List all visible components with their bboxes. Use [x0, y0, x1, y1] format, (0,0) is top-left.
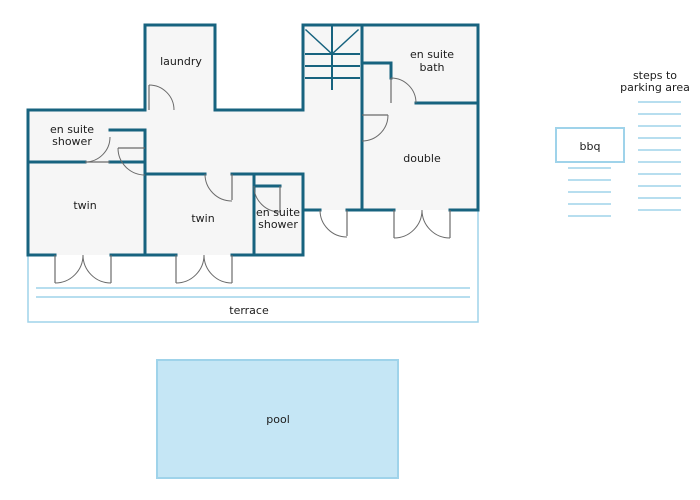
label-twin-left: twin	[73, 199, 96, 212]
doors	[54, 77, 451, 284]
label-bbq: bbq	[580, 140, 601, 153]
label-steps-line2: parking area	[620, 81, 690, 94]
room-labels: laundry en suite bath en suite shower do…	[50, 48, 690, 426]
label-steps-line1: steps to	[633, 69, 677, 82]
label-en-suite-shower-left-line2: shower	[52, 135, 92, 148]
label-en-suite-bath-line2: bath	[419, 61, 444, 74]
pool	[156, 359, 399, 479]
label-en-suite-bath-line1: en suite	[410, 48, 454, 61]
walls	[26, 23, 480, 257]
label-en-suite-shower-left-line1: en suite	[50, 123, 94, 136]
floor-areas	[28, 25, 478, 255]
bbq-area	[555, 127, 625, 217]
terrace-area	[27, 210, 479, 323]
label-twin-middle: twin	[191, 212, 214, 225]
label-en-suite-shower-mid-line1: en suite	[256, 206, 300, 219]
label-laundry: laundry	[160, 55, 202, 68]
label-pool: pool	[266, 413, 290, 426]
label-en-suite-shower-mid-line2: shower	[258, 218, 298, 231]
staircase	[304, 25, 360, 90]
steps-to-parking	[638, 101, 681, 211]
label-terrace: terrace	[229, 304, 269, 317]
label-double: double	[403, 152, 441, 165]
